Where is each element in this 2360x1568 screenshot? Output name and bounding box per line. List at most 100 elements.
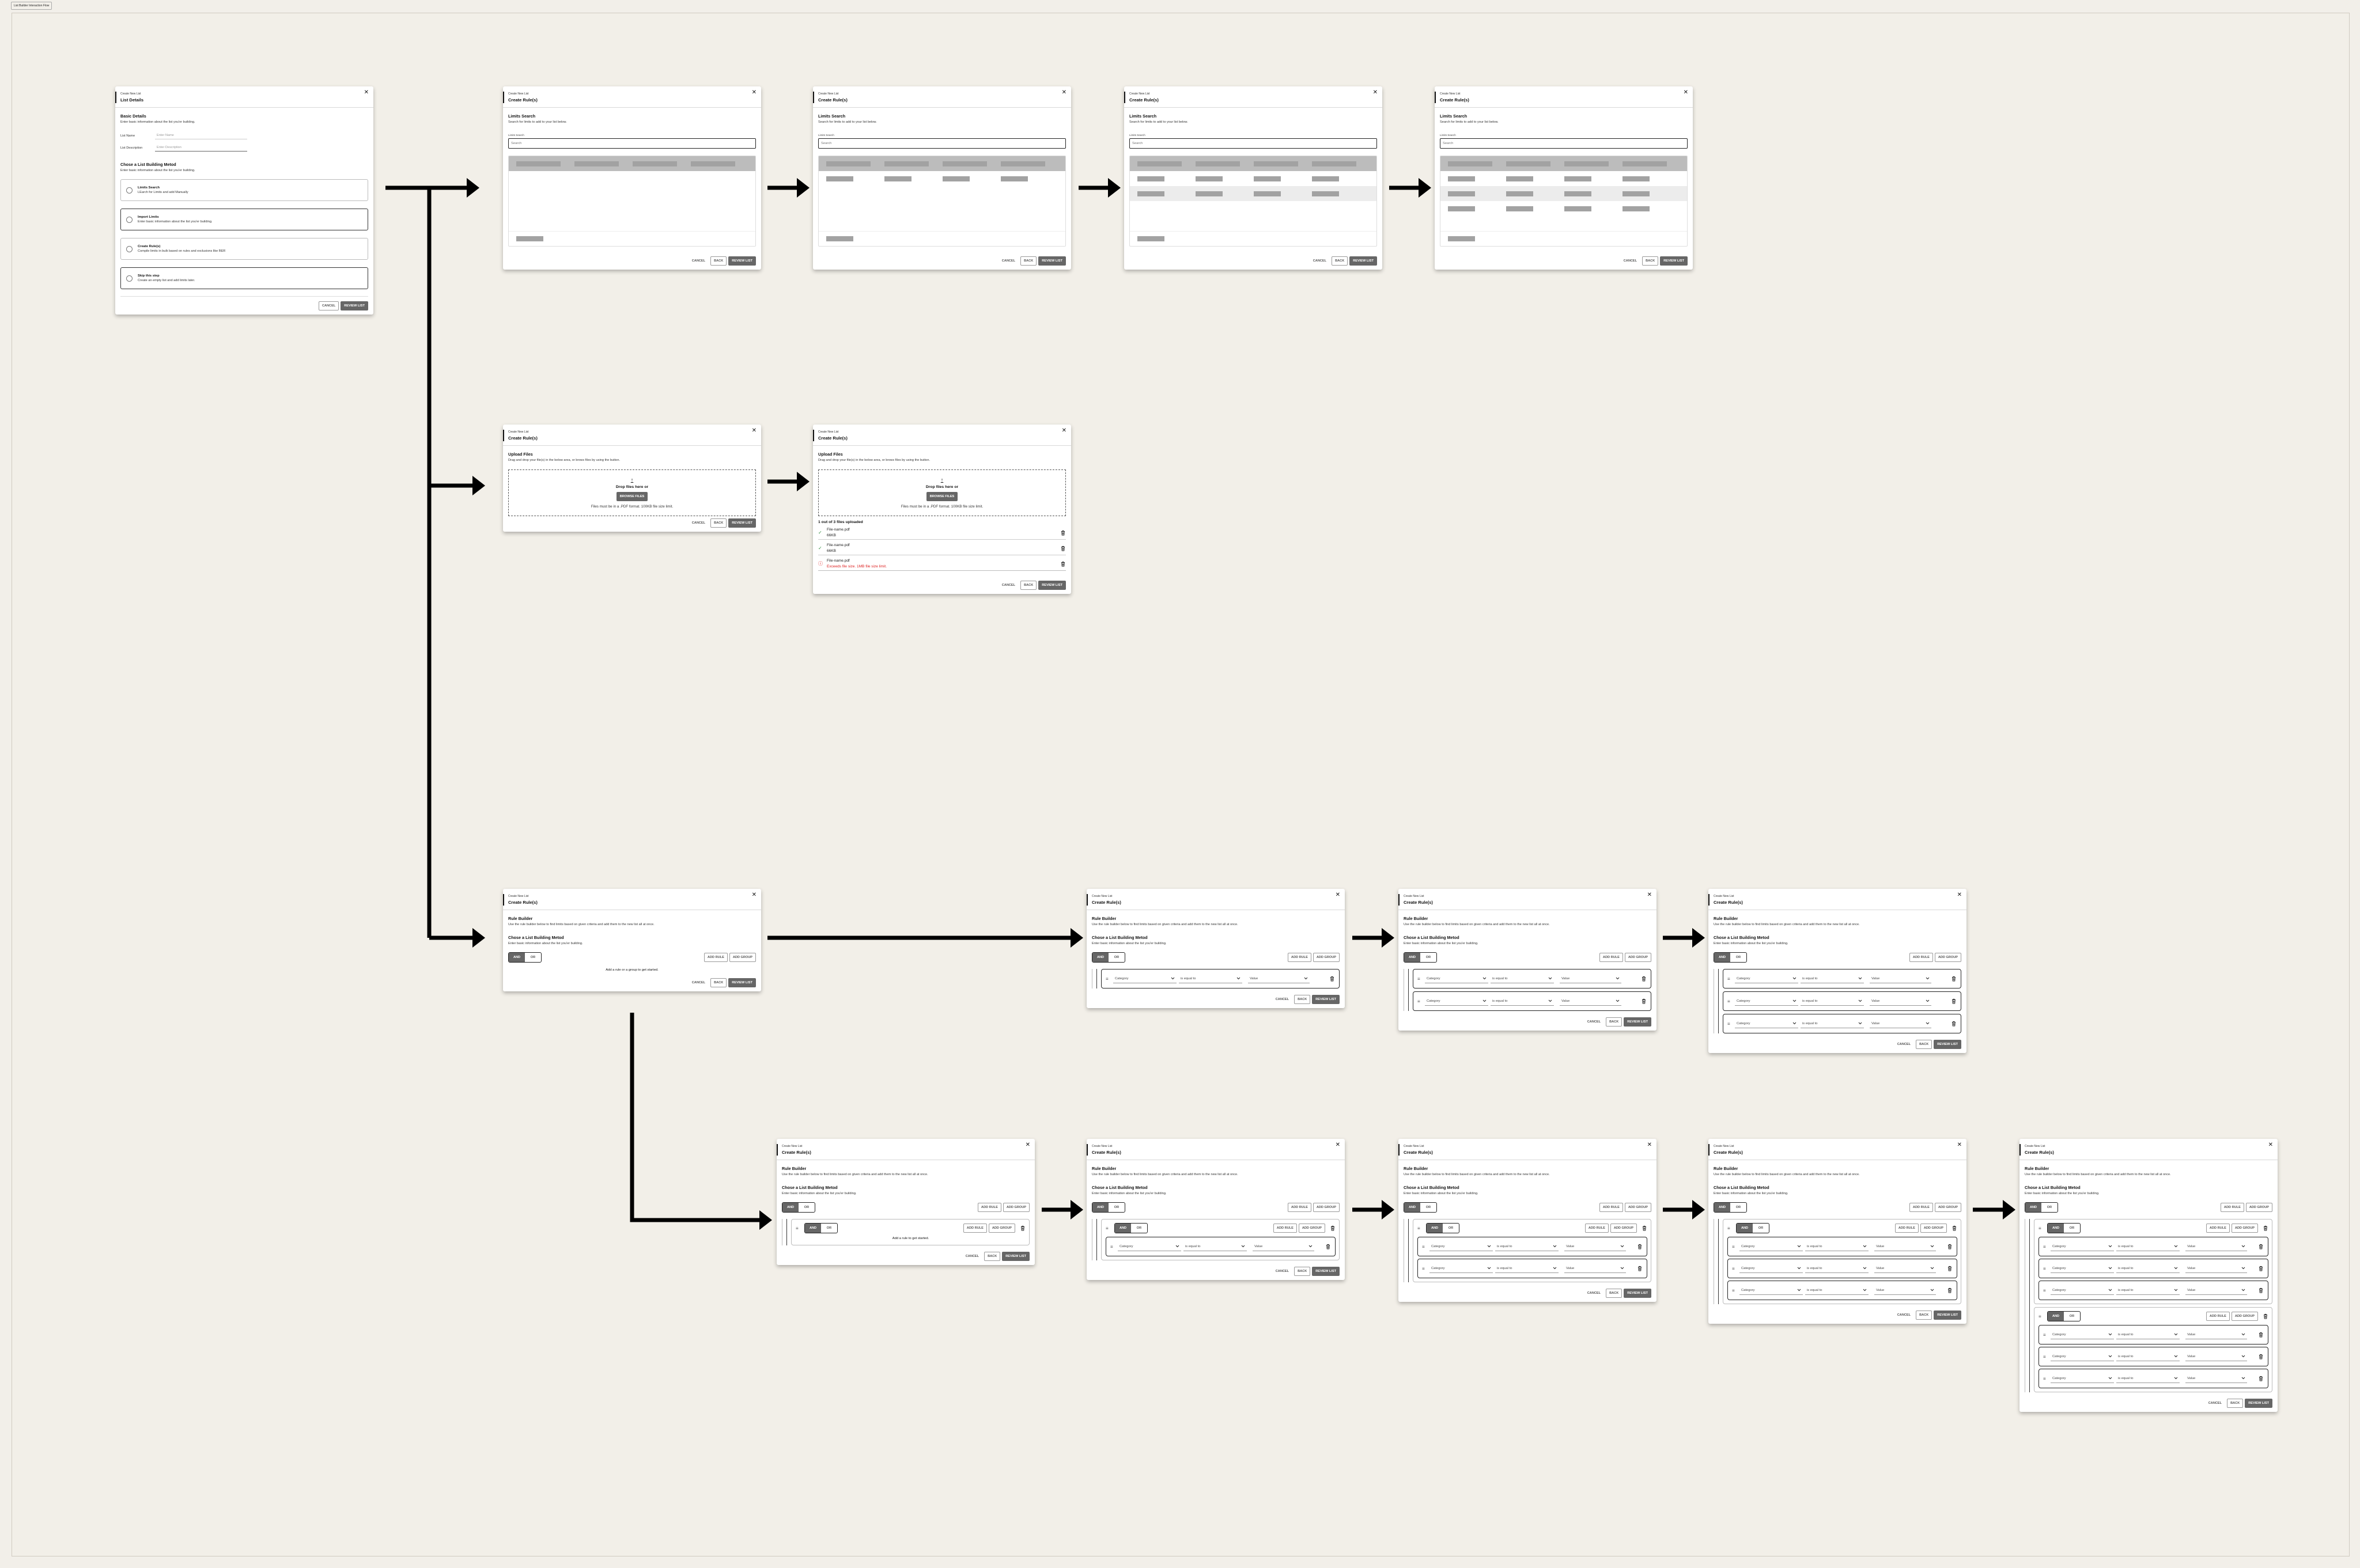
or-option[interactable]: OR bbox=[1114, 1206, 1120, 1209]
back-button[interactable]: BACK bbox=[1294, 995, 1311, 1004]
drag-handle-icon[interactable]: ≡ bbox=[796, 1225, 799, 1231]
list-name-input[interactable]: Enter Name bbox=[155, 132, 247, 139]
add-rule-button[interactable]: ADD RULE bbox=[2206, 1224, 2230, 1233]
category-select[interactable]: Category bbox=[1113, 975, 1177, 983]
add-group-button[interactable]: ADD GROUP bbox=[1934, 953, 1961, 962]
category-select[interactable]: Category bbox=[1739, 1243, 1803, 1251]
or-option[interactable]: OR bbox=[2069, 1315, 2075, 1318]
drag-handle-icon[interactable]: ≡ bbox=[1732, 1266, 1735, 1271]
operator-select[interactable]: is equal to bbox=[1801, 1020, 1864, 1028]
and-or-toggle[interactable]: AND OR bbox=[1404, 1202, 1437, 1213]
value-select[interactable]: Value bbox=[1874, 1286, 1936, 1295]
operator-select[interactable]: is equal to bbox=[2116, 1286, 2180, 1295]
review-list-button[interactable]: REVIEW LIST bbox=[1624, 1289, 1651, 1298]
cancel-button[interactable]: CANCEL bbox=[998, 256, 1019, 266]
category-select[interactable]: Category bbox=[1735, 1020, 1798, 1028]
category-select[interactable]: Category bbox=[1425, 975, 1488, 983]
value-select[interactable]: Value bbox=[2185, 1374, 2247, 1383]
close-button[interactable]: ✕ bbox=[1957, 1142, 1962, 1148]
drag-handle-icon[interactable]: ≡ bbox=[2043, 1376, 2046, 1381]
drag-handle-icon[interactable]: ≡ bbox=[1110, 1244, 1113, 1249]
review-list-button[interactable]: REVIEW LIST bbox=[1624, 1017, 1651, 1027]
delete-button[interactable] bbox=[1330, 1225, 1336, 1231]
drag-handle-icon[interactable]: ≡ bbox=[2043, 1332, 2046, 1338]
and-option[interactable]: AND bbox=[1737, 1224, 1753, 1233]
delete-button[interactable] bbox=[1060, 561, 1066, 567]
review-list-button[interactable]: REVIEW LIST bbox=[1038, 581, 1066, 590]
and-option[interactable]: AND bbox=[1404, 1203, 1420, 1212]
add-group-button[interactable]: ADD GROUP bbox=[729, 953, 756, 962]
or-option[interactable]: OR bbox=[1735, 956, 1741, 959]
category-select[interactable]: Category bbox=[1735, 997, 1798, 1006]
and-option[interactable]: AND bbox=[509, 953, 525, 962]
category-select[interactable]: Category bbox=[2051, 1374, 2114, 1383]
category-select[interactable]: Category bbox=[1429, 1264, 1493, 1273]
delete-button[interactable] bbox=[2258, 1266, 2264, 1271]
review-list-button[interactable]: REVIEW LIST bbox=[2245, 1399, 2272, 1408]
add-group-button[interactable]: ADD GROUP bbox=[1624, 1203, 1651, 1212]
limits-search-input[interactable] bbox=[818, 138, 1066, 149]
cancel-button[interactable]: CANCEL bbox=[1620, 256, 1641, 266]
value-select[interactable]: Value bbox=[1560, 975, 1621, 983]
value-select[interactable]: Value bbox=[2185, 1243, 2247, 1251]
list-description-input[interactable]: Enter Description bbox=[155, 144, 247, 152]
cancel-button[interactable]: CANCEL bbox=[1893, 1040, 1915, 1049]
delete-button[interactable] bbox=[1947, 1287, 1953, 1293]
radio-button[interactable] bbox=[126, 245, 133, 252]
add-rule-button[interactable]: ADD RULE bbox=[1584, 1224, 1609, 1233]
drag-handle-icon[interactable]: ≡ bbox=[1732, 1287, 1735, 1293]
back-button[interactable]: BACK bbox=[710, 256, 727, 266]
close-button[interactable]: ✕ bbox=[1062, 90, 1066, 96]
delete-button[interactable] bbox=[2258, 1376, 2264, 1381]
delete-button[interactable] bbox=[1060, 546, 1066, 551]
back-button[interactable]: BACK bbox=[1606, 1289, 1622, 1298]
and-option[interactable]: AND bbox=[1714, 953, 1730, 962]
drag-handle-icon[interactable]: ≡ bbox=[1106, 1225, 1109, 1231]
and-option[interactable]: AND bbox=[2048, 1224, 2064, 1233]
value-select[interactable]: Value bbox=[1874, 1264, 1936, 1273]
value-select[interactable]: Value bbox=[1870, 997, 1931, 1006]
add-rule-button[interactable]: ADD RULE bbox=[2220, 1203, 2244, 1212]
cancel-button[interactable]: CANCEL bbox=[998, 581, 1019, 590]
radio-button[interactable] bbox=[126, 275, 133, 282]
drag-handle-icon[interactable]: ≡ bbox=[1417, 976, 1420, 982]
add-rule-button[interactable]: ADD RULE bbox=[963, 1224, 987, 1233]
delete-button[interactable] bbox=[1637, 1244, 1643, 1249]
drag-handle-icon[interactable]: ≡ bbox=[1727, 1021, 1730, 1027]
or-option[interactable]: OR bbox=[1735, 1206, 1741, 1209]
add-group-button[interactable]: ADD GROUP bbox=[988, 1224, 1015, 1233]
delete-button[interactable] bbox=[2258, 1287, 2264, 1293]
cancel-button[interactable]: CANCEL bbox=[1272, 1267, 1293, 1276]
table-row[interactable] bbox=[1440, 171, 1687, 186]
or-option[interactable]: OR bbox=[1425, 1206, 1431, 1209]
value-select[interactable]: Value bbox=[2185, 1286, 2247, 1295]
radio-button[interactable] bbox=[126, 216, 133, 223]
or-option[interactable]: OR bbox=[1448, 1226, 1454, 1230]
close-button[interactable]: ✕ bbox=[1373, 90, 1378, 96]
limits-search-input[interactable] bbox=[1440, 138, 1688, 149]
radio-button[interactable] bbox=[126, 187, 133, 194]
back-button[interactable]: BACK bbox=[2227, 1399, 2244, 1408]
drag-handle-icon[interactable]: ≡ bbox=[1732, 1244, 1735, 1249]
or-option[interactable]: OR bbox=[804, 1206, 810, 1209]
add-rule-button[interactable]: ADD RULE bbox=[2206, 1312, 2230, 1321]
operator-select[interactable]: is equal to bbox=[2116, 1264, 2180, 1273]
add-rule-button[interactable]: ADD RULE bbox=[1909, 1203, 1933, 1212]
drag-handle-icon[interactable]: ≡ bbox=[1417, 998, 1420, 1004]
add-rule-button[interactable]: ADD RULE bbox=[1273, 1224, 1297, 1233]
add-rule-button[interactable]: ADD RULE bbox=[1894, 1224, 1919, 1233]
close-button[interactable]: ✕ bbox=[1026, 1142, 1030, 1148]
add-group-button[interactable]: ADD GROUP bbox=[1610, 1224, 1637, 1233]
cancel-button[interactable]: CANCEL bbox=[1583, 1289, 1605, 1298]
drag-handle-icon[interactable]: ≡ bbox=[1422, 1266, 1425, 1271]
delete-button[interactable] bbox=[1060, 530, 1066, 536]
drag-handle-icon[interactable]: ≡ bbox=[2038, 1313, 2041, 1319]
add-group-button[interactable]: ADD GROUP bbox=[1313, 953, 1340, 962]
